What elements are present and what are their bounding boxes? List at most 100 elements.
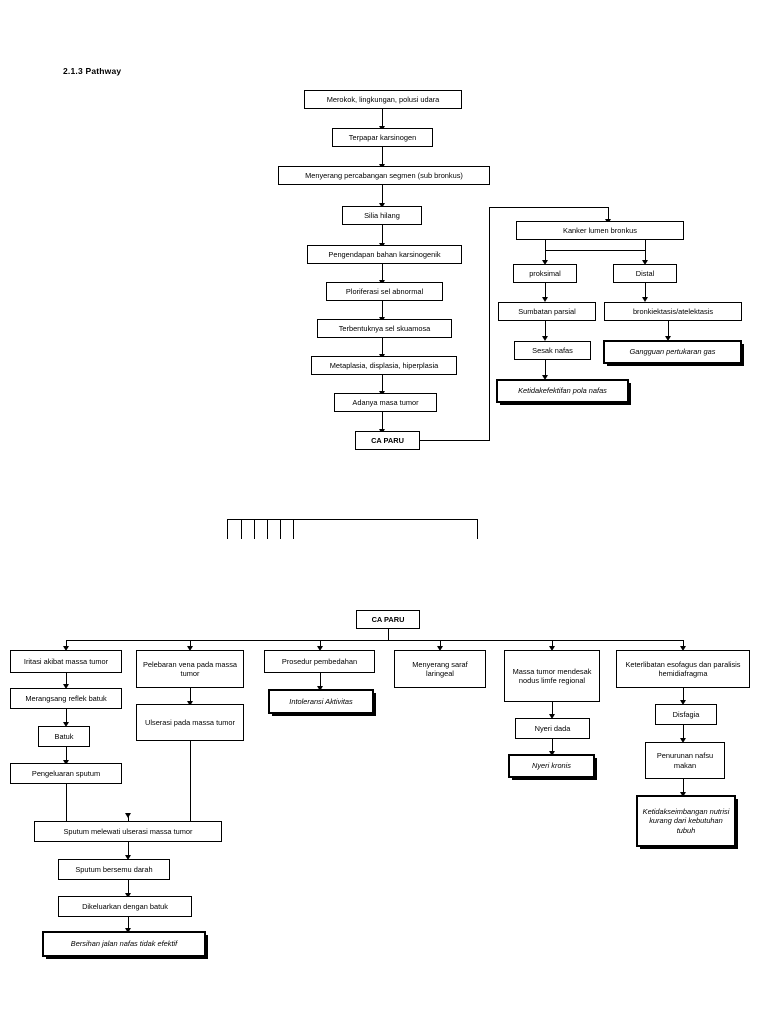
connector bbox=[190, 741, 191, 824]
connector bbox=[66, 784, 67, 824]
arrow-down-icon bbox=[542, 260, 548, 265]
connector bbox=[382, 412, 383, 430]
node-keterlibatan-esofagus: Keterlibatan esofagus dan paralisis hemi… bbox=[616, 650, 750, 688]
node-massa-tumor-nodus-limfe: Massa tumor mendesak nodus limfe regiona… bbox=[504, 650, 600, 702]
node-disfagia: Disfagia bbox=[655, 704, 717, 725]
connector bbox=[489, 207, 608, 208]
bracket-tooth bbox=[267, 519, 268, 539]
arrow-down-icon bbox=[549, 751, 555, 756]
connector bbox=[645, 283, 646, 298]
connector bbox=[545, 250, 645, 251]
connector bbox=[382, 375, 383, 392]
node-kanker-lumen-bronkus: Kanker lumen bronkus bbox=[516, 221, 684, 240]
arrow-down-icon bbox=[187, 701, 193, 706]
connector bbox=[489, 207, 490, 441]
arrow-down-icon bbox=[125, 893, 131, 898]
connector bbox=[128, 880, 129, 894]
connector bbox=[545, 360, 546, 376]
connector bbox=[190, 688, 191, 702]
connector bbox=[545, 240, 546, 250]
node-proksimal: proksimal bbox=[513, 264, 577, 283]
arrow-down-icon bbox=[642, 260, 648, 265]
node-sputum-melewati-ulserasi: Sputum melewati ulserasi massa tumor bbox=[34, 821, 222, 842]
connector bbox=[382, 301, 383, 318]
diagnosis-gangguan-pertukaran-gas: Gangguan pertukaran gas bbox=[604, 341, 741, 363]
node-sumbatan-parsial: Sumbatan parsial bbox=[498, 302, 596, 321]
node-silia-hilang: Silia hilang bbox=[342, 206, 422, 225]
connector bbox=[552, 702, 553, 715]
node-ulserasi-massa-tumor: Ulserasi pada massa tumor bbox=[136, 704, 244, 741]
node-iritasi-massa-tumor: Iritasi akibat massa tumor bbox=[10, 650, 122, 673]
diagnosis-bersihan-jalan-nafas: Bersihan jalan nafas tidak efektif bbox=[43, 932, 205, 956]
connector bbox=[440, 640, 441, 647]
connector bbox=[128, 842, 129, 856]
arrow-down-icon bbox=[63, 684, 69, 689]
bracket-tooth bbox=[293, 519, 294, 539]
node-sesak-nafas: Sesak nafas bbox=[514, 341, 591, 360]
connector bbox=[645, 240, 646, 250]
arrow-down-icon bbox=[63, 646, 69, 651]
node-dikeluarkan-dengan-batuk: Dikeluarkan dengan batuk bbox=[58, 896, 192, 917]
arrow-down-icon bbox=[437, 646, 443, 651]
connector bbox=[645, 250, 646, 261]
diagnosis-ketidakefektifan-pola-nafas: Ketidakefektifan pola nafas bbox=[497, 380, 628, 402]
arrow-down-icon bbox=[125, 855, 131, 860]
arrow-down-icon bbox=[187, 646, 193, 651]
connector bbox=[66, 640, 683, 641]
bracket-tooth bbox=[280, 519, 281, 539]
connector bbox=[320, 673, 321, 687]
connector bbox=[420, 440, 489, 441]
arrow-down-icon bbox=[542, 297, 548, 302]
node-distal: Distal bbox=[613, 264, 677, 283]
node-batuk: Batuk bbox=[38, 726, 90, 747]
connector bbox=[382, 225, 383, 244]
node-menyerang-percabangan: Menyerang percabangan segmen (sub bronku… bbox=[278, 166, 490, 185]
diagnosis-nyeri-kronis: Nyeri kronis bbox=[509, 755, 594, 777]
node-sputum-bersemu-darah: Sputum bersemu darah bbox=[58, 859, 170, 880]
connector bbox=[608, 207, 609, 221]
node-ploriferasi: Ploriferasi sel abnormal bbox=[326, 282, 443, 301]
connector bbox=[545, 321, 546, 337]
node-merokok: Merokok, lingkungan, polusi udara bbox=[304, 90, 462, 109]
connector bbox=[552, 739, 553, 752]
connector bbox=[320, 640, 321, 647]
arrow-down-icon bbox=[680, 792, 686, 797]
connector bbox=[66, 747, 67, 761]
node-penurunan-nafsu-makan: Penurunan nafsu makan bbox=[645, 742, 725, 779]
connector bbox=[668, 321, 669, 337]
diagnosis-ketidakseimbangan-nutrisi: Ketidakseimbangan nutrisi kurang dari ke… bbox=[637, 796, 735, 846]
arrow-down-icon bbox=[680, 700, 686, 705]
connector bbox=[382, 185, 383, 204]
node-ca-paru-top: CA PARU bbox=[355, 431, 420, 450]
connector bbox=[545, 283, 546, 298]
connector bbox=[545, 250, 546, 261]
node-ca-paru-bottom: CA PARU bbox=[356, 610, 420, 629]
arrow-down-icon bbox=[317, 686, 323, 691]
arrow-down-icon bbox=[63, 760, 69, 765]
diagnosis-intoleransi-aktivitas: Intoleransi Aktivitas bbox=[269, 690, 373, 713]
node-merangsang-reflek-batuk: Merangsang reflek batuk bbox=[10, 688, 122, 709]
arrow-down-icon bbox=[379, 203, 385, 208]
connector bbox=[683, 725, 684, 739]
connector bbox=[128, 917, 129, 929]
arrow-down-icon bbox=[680, 738, 686, 743]
arrow-down-icon bbox=[125, 813, 131, 818]
node-menyerang-saraf-laringeal: Menyerang saraf laringeal bbox=[394, 650, 486, 688]
node-sel-skuamosa: Terbentuknya sel skuamosa bbox=[317, 319, 452, 338]
connector bbox=[683, 779, 684, 793]
bracket-comb bbox=[227, 519, 478, 539]
arrow-down-icon bbox=[63, 722, 69, 727]
node-pengendapan: Pengendapan bahan karsinogenik bbox=[307, 245, 462, 264]
page-title: 2.1.3 Pathway bbox=[63, 66, 122, 76]
connector bbox=[382, 109, 383, 127]
node-pelebaran-vena: Pelebaran vena pada massa tumor bbox=[136, 650, 244, 688]
connector bbox=[190, 640, 191, 647]
arrow-down-icon bbox=[665, 336, 671, 341]
arrow-down-icon bbox=[542, 336, 548, 341]
bracket-tooth bbox=[254, 519, 255, 539]
connector bbox=[683, 688, 684, 701]
node-pengeluaran-sputum: Pengeluaran sputum bbox=[10, 763, 122, 784]
connector bbox=[128, 813, 129, 824]
node-prosedur-pembedahan: Prosedur pembedahan bbox=[264, 650, 375, 673]
